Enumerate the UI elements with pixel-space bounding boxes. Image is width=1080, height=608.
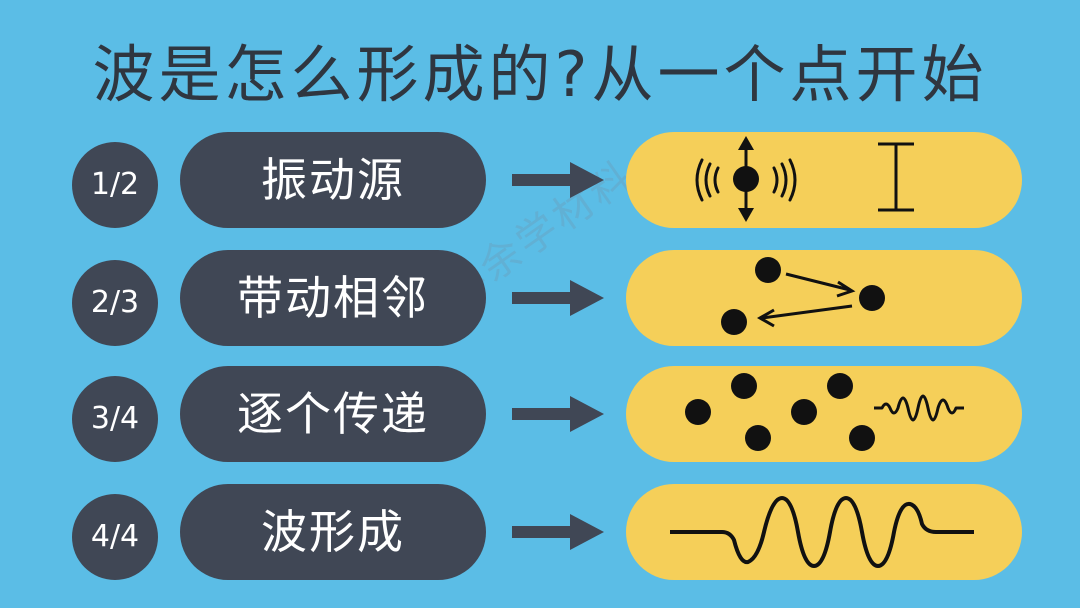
small-wave-icon bbox=[874, 394, 964, 422]
arrow-right-icon bbox=[512, 162, 604, 198]
step-row-2: 2/3 带动相邻 bbox=[0, 250, 1080, 346]
waveform-panel bbox=[626, 484, 1022, 580]
step-badge: 2/3 bbox=[72, 260, 158, 346]
step-row-3: 3/4 逐个传递 bbox=[0, 366, 1080, 462]
propagation-panel bbox=[626, 366, 1022, 462]
step-badge: 4/4 bbox=[72, 494, 158, 580]
step-label: 逐个传递 bbox=[180, 366, 486, 462]
exchange-arrows-icon bbox=[756, 272, 856, 328]
vibration-source-panel bbox=[626, 132, 1022, 228]
step-label: 波形成 bbox=[180, 484, 486, 580]
step-label: 振动源 bbox=[180, 132, 486, 228]
waveform-icon bbox=[670, 496, 974, 568]
page-title: 波是怎么形成的?从一个点开始 bbox=[92, 38, 988, 111]
arrow-right-icon bbox=[512, 396, 604, 432]
step-row-1: 1/2 振动源 bbox=[0, 132, 1080, 228]
amplitude-bracket-icon bbox=[878, 142, 914, 212]
step-badge: 3/4 bbox=[72, 376, 158, 462]
arrow-right-icon bbox=[512, 514, 604, 550]
step-row-4: 4/4 波形成 bbox=[0, 484, 1080, 580]
neighbor-coupling-panel bbox=[626, 250, 1022, 346]
step-badge: 1/2 bbox=[72, 142, 158, 228]
step-label: 带动相邻 bbox=[180, 250, 486, 346]
arrow-right-icon bbox=[512, 280, 604, 316]
